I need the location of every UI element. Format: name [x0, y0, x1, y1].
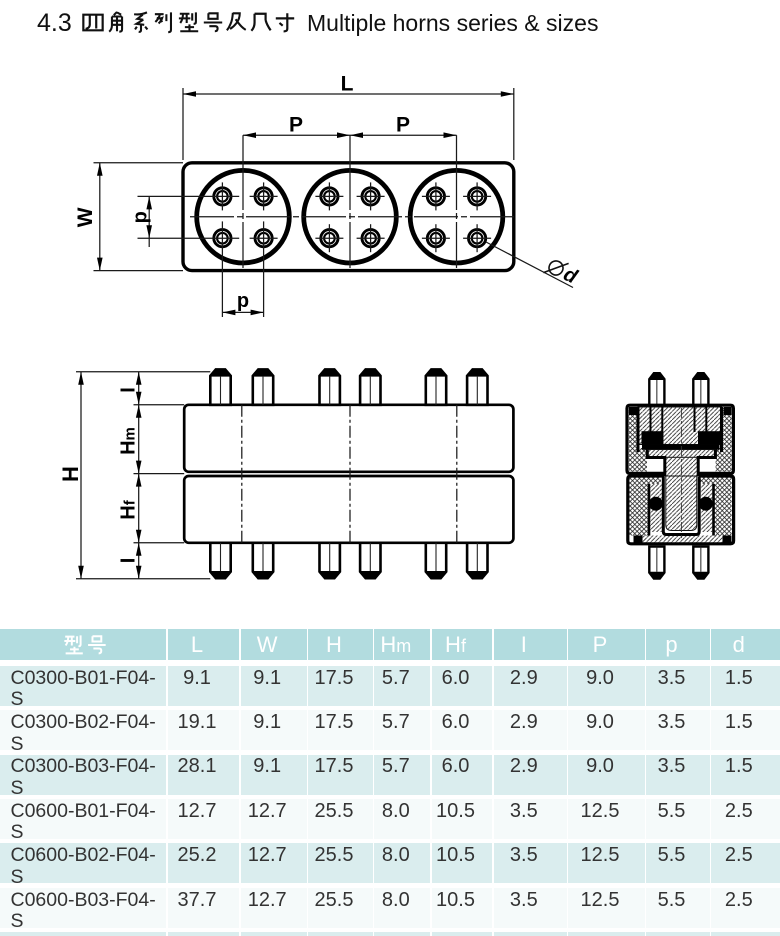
- svg-text:Hf: Hf: [118, 499, 140, 519]
- svg-text:p: p: [130, 211, 152, 223]
- svg-text:I: I: [118, 387, 140, 393]
- svg-text:L: L: [341, 73, 354, 96]
- svg-text:W: W: [74, 207, 97, 227]
- svg-text:4.3: 4.3: [37, 9, 72, 37]
- svg-text:I: I: [118, 558, 140, 564]
- svg-text:Multiple horns series & sizes: Multiple horns series & sizes: [307, 10, 598, 36]
- svg-text:Hm: Hm: [118, 427, 140, 455]
- svg-text:p: p: [237, 290, 249, 312]
- svg-text:P: P: [289, 114, 303, 137]
- svg-text:P: P: [396, 114, 410, 137]
- svg-text:H: H: [58, 466, 83, 482]
